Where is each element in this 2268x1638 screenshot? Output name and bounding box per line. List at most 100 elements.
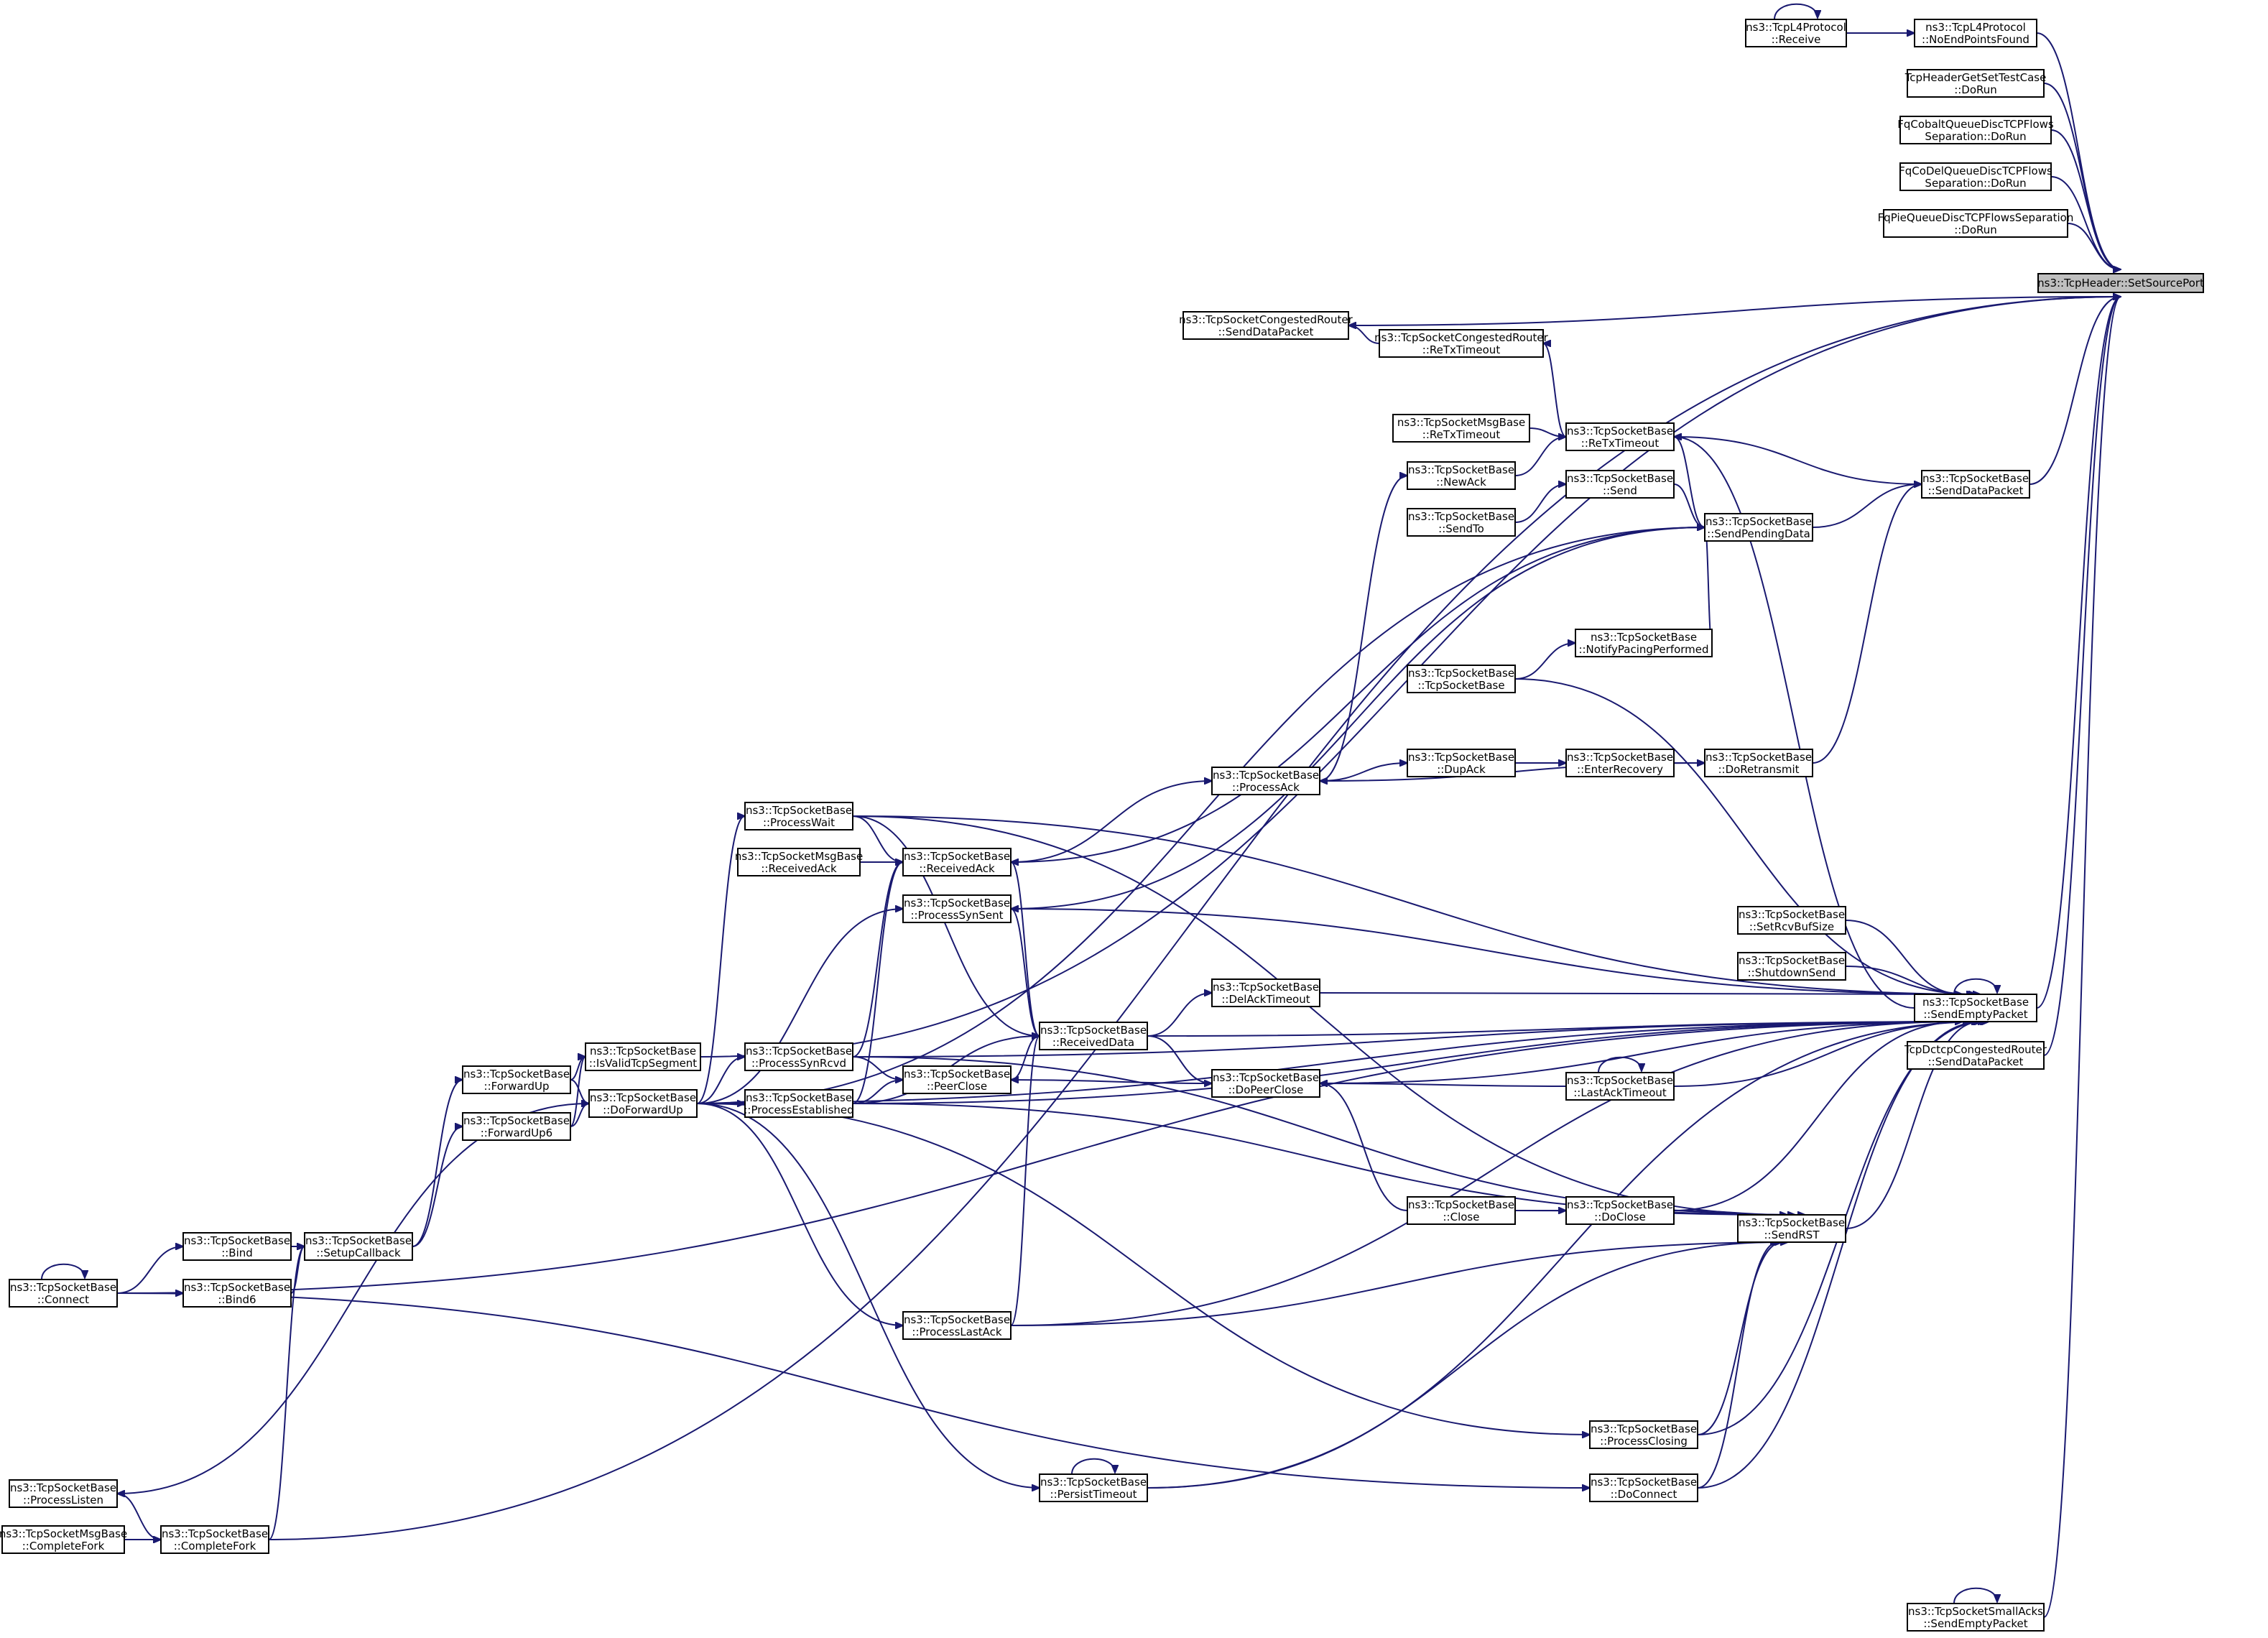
node-label: ns3::TcpSocketBase [1922, 996, 2029, 1009]
node-label: Separation::DoRun [1925, 177, 2026, 190]
node-cr_retx[interactable]: ns3::TcpSocketCongestedRouter::ReTxTimeo… [1374, 329, 1549, 358]
node-delack[interactable]: ns3::TcpSocketBase::DelAckTimeout [1211, 978, 1320, 1007]
node-senddata[interactable]: ns3::TcpSocketBase::SendDataPacket [1921, 470, 2030, 499]
node-label: ::ReceivedAck [919, 862, 995, 875]
edge-established-to-sendempty [852, 1022, 1971, 1104]
node-fq_codel[interactable]: FqCoDelQueueDiscTCPFlowsSeparation::DoRu… [1899, 162, 2052, 191]
node-box [182, 1232, 292, 1261]
edge-ctor-to-notifypacing [1514, 643, 1575, 680]
node-label: ns3::TcpSocketCongestedRouter [1374, 331, 1548, 344]
node-processack[interactable]: ns3::TcpSocketBase::ProcessAck [1211, 767, 1320, 795]
node-label: ::Bind [221, 1246, 253, 1259]
node-box [1914, 994, 2037, 1022]
node-label: ns3::TcpSocketBase [1040, 1024, 1147, 1037]
edge-doclose-to-sendempty [1673, 1022, 1963, 1211]
node-processwait[interactable]: ns3::TcpSocketBase::ProcessWait [744, 802, 853, 830]
node-close[interactable]: ns3::TcpSocketBase::Close [1407, 1196, 1516, 1225]
node-notifypacing[interactable]: ns3::TcpSocketBase::NotifyPacingPerforme… [1575, 629, 1713, 657]
edge-established-to-peerclose [852, 1080, 903, 1104]
node-lastacktimeout[interactable]: ns3::TcpSocketBase::LastAckTimeout [1565, 1072, 1675, 1101]
node-label: ns3::TcpSocketBase [904, 1313, 1010, 1326]
node-dctcp[interactable]: TcpDctcpCongestedRouter::SendDataPacket [1904, 1041, 2047, 1070]
node-label: ::ProcessSynRcvd [751, 1057, 846, 1070]
node-msg_fork[interactable]: ns3::TcpSocketMsgBase::CompleteFork [0, 1525, 127, 1554]
edge-connect-to-doconnect [116, 1292, 1590, 1488]
node-msg_retx[interactable]: ns3::TcpSocketMsgBase::ReTxTimeout [1392, 414, 1530, 443]
node-bind6[interactable]: ns3::TcpSocketBase::Bind6 [182, 1279, 292, 1308]
node-dopeerclose[interactable]: ns3::TcpSocketBase::DoPeerClose [1211, 1069, 1320, 1098]
node-smallacks[interactable]: ns3::TcpSocketSmallAcks::SendEmptyPacket [1907, 1603, 2045, 1632]
node-target[interactable]: ns3::TcpHeader::SetSourcePort [2037, 273, 2204, 293]
node-l4_receive[interactable]: ns3::TcpL4Protocol::Receive [1745, 19, 1847, 47]
node-box [588, 1089, 698, 1118]
node-fq_cobalt[interactable]: FqCobaltQueueDiscTCPFlowsSeparation::DoR… [1897, 116, 2054, 144]
node-ctor[interactable]: ns3::TcpSocketBase::TcpSocketBase [1407, 665, 1516, 693]
node-fwdup6[interactable]: ns3::TcpSocketBase::ForwardUp6 [462, 1112, 571, 1141]
node-label: ::ProcessSynSent [910, 909, 1003, 922]
node-lastack[interactable]: ns3::TcpSocketBase::ProcessLastAck [902, 1311, 1012, 1340]
node-label: ::ReTxTimeout [1422, 343, 1501, 356]
edge-fork-to-setupcb [268, 1246, 305, 1540]
node-box [1039, 1022, 1148, 1050]
node-sendpending[interactable]: ns3::TcpSocketBase::SendPendingData [1704, 513, 1813, 542]
node-doclose[interactable]: ns3::TcpSocketBase::DoClose [1565, 1196, 1675, 1225]
node-box [1737, 906, 1846, 935]
node-box [462, 1112, 571, 1141]
node-retx[interactable]: ns3::TcpSocketBase::ReTxTimeout [1565, 422, 1675, 451]
node-connect[interactable]: ns3::TcpSocketBase::Connect [9, 1279, 118, 1308]
node-box [1211, 1069, 1320, 1098]
node-l4_notfound[interactable]: ns3::TcpL4Protocol::NoEndPointsFound [1914, 19, 2037, 47]
node-box [1907, 69, 2045, 98]
node-label: ns3::TcpSocketBase [1591, 1476, 1697, 1489]
node-label: ::ProcessEstablished [744, 1103, 853, 1116]
node-rcvdata[interactable]: ns3::TcpSocketBase::ReceivedData [1039, 1022, 1148, 1050]
node-box [2037, 273, 2204, 293]
node-closing[interactable]: ns3::TcpSocketBase::ProcessClosing [1589, 1420, 1698, 1449]
edge-dofwdup-to-processwait [696, 816, 745, 1104]
node-doretx[interactable]: ns3::TcpSocketBase::DoRetransmit [1704, 749, 1813, 777]
node-label: ns3::TcpSocketBase [1213, 1071, 1319, 1084]
node-established[interactable]: ns3::TcpSocketBase::ProcessEstablished [744, 1089, 854, 1118]
node-label: ns3::TcpSocketBase [746, 1045, 852, 1058]
node-box [1565, 749, 1675, 777]
node-dupack[interactable]: ns3::TcpSocketBase::DupAck [1407, 749, 1516, 777]
node-rcvack[interactable]: ns3::TcpSocketBase::ReceivedAck [902, 848, 1012, 876]
node-label: ::ReceivedAck [761, 862, 837, 875]
node-persist[interactable]: ns3::TcpSocketBase::PersistTimeout [1039, 1473, 1148, 1502]
node-sendrst[interactable]: ns3::TcpSocketBase::SendRST [1737, 1214, 1846, 1243]
node-enterrec[interactable]: ns3::TcpSocketBase::EnterRecovery [1565, 749, 1675, 777]
node-doconnect[interactable]: ns3::TcpSocketBase::DoConnect [1589, 1473, 1698, 1502]
node-shutdown[interactable]: ns3::TcpSocketBase::ShutdownSend [1737, 952, 1846, 981]
node-bind[interactable]: ns3::TcpSocketBase::Bind [182, 1232, 292, 1261]
node-listen[interactable]: ns3::TcpSocketBase::ProcessListen [9, 1479, 118, 1508]
node-label: ::DoRun [1954, 223, 1997, 236]
node-synsent[interactable]: ns3::TcpSocketBase::ProcessSynSent [902, 894, 1012, 923]
node-box [744, 1042, 853, 1071]
node-newack[interactable]: ns3::TcpSocketBase::NewAck [1407, 461, 1516, 490]
node-label: ns3::TcpSocketMsgBase [735, 850, 863, 863]
edge-synrcvd-to-sendempty [852, 1022, 1981, 1058]
node-isvalid[interactable]: ns3::TcpSocketBase::IsValidTcpSegment [585, 1042, 701, 1071]
node-synrcvd[interactable]: ns3::TcpSocketBase::ProcessSynRcvd [744, 1042, 853, 1071]
node-fwdup[interactable]: ns3::TcpSocketBase::ForwardUp [462, 1065, 571, 1094]
node-hdr_test[interactable]: TcpHeaderGetSetTestCase::DoRun [1904, 69, 2047, 98]
edge-closing-to-sendrst [1697, 1242, 1782, 1435]
node-dofwdup[interactable]: ns3::TcpSocketBase::DoForwardUp [588, 1089, 698, 1118]
node-setrcvbuf[interactable]: ns3::TcpSocketBase::SetRcvBufSize [1737, 906, 1846, 935]
node-cr_senddata[interactable]: ns3::TcpSocketCongestedRouter::SendDataP… [1179, 311, 1353, 340]
node-msg_rcvack[interactable]: ns3::TcpSocketMsgBase::ReceivedAck [735, 848, 863, 876]
node-label: ns3::TcpSocketBase [184, 1281, 290, 1294]
node-fork[interactable]: ns3::TcpSocketBase::CompleteFork [160, 1525, 269, 1554]
node-setupcb[interactable]: ns3::TcpSocketBase::SetupCallback [304, 1232, 413, 1261]
node-label: TcpHeaderGetSetTestCase [1904, 71, 2047, 84]
node-peerclose[interactable]: ns3::TcpSocketBase::PeerClose [902, 1065, 1012, 1094]
node-sendto[interactable]: ns3::TcpSocketBase::SendTo [1407, 508, 1516, 537]
node-label: ns3::TcpSocketBase [1408, 510, 1514, 523]
edge-sendto-to-send [1514, 484, 1566, 523]
edge-lastacktimeout-to-dopeerclose [1320, 1083, 1567, 1086]
node-sendempty[interactable]: ns3::TcpSocketBase::SendEmptyPacket [1914, 994, 2037, 1022]
node-fq_pie[interactable]: FqPieQueueDiscTCPFlowsSeparation::DoRun [1878, 209, 2074, 238]
edge-sendempty-to-retx [1674, 437, 1915, 1009]
node-send[interactable]: ns3::TcpSocketBase::Send [1565, 470, 1675, 499]
edge-fq_cobalt-to-target [2050, 129, 2121, 269]
